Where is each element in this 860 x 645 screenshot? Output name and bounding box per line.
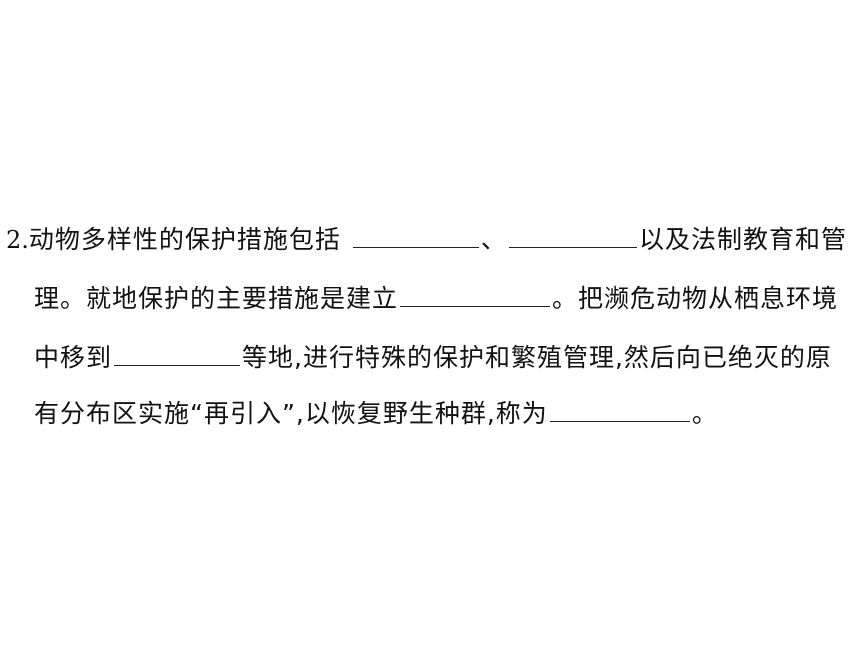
question-text-1a: 动物多样性的保护措施包括	[28, 225, 341, 254]
question-text-2a: 理。就地保护的主要措施是建立	[34, 284, 399, 313]
question-text-1b: 以及法制教育和管	[638, 225, 847, 254]
question-text-4a: 有分布区实施“再引入”,以恢复野生种群,称为	[34, 399, 548, 428]
question-line-4: 有分布区实施“再引入”,以恢复野生种群,称为 。	[34, 394, 718, 434]
blank-3	[400, 284, 551, 307]
question-text-3a: 中移到	[34, 343, 113, 372]
blank-1	[352, 225, 479, 248]
question-line-1: 2.动物多样性的保护措施包括 、 以及法制教育和管	[6, 220, 847, 260]
question-text-3b: 等地,进行特殊的保护和繁殖管理,然后向已绝灭的原	[242, 343, 832, 372]
blank-2	[508, 225, 637, 248]
question-separator: 、	[480, 225, 507, 254]
question-text-2b: 。把濒危动物从栖息环境	[552, 284, 839, 313]
blank-4	[114, 343, 241, 366]
question-number: 2.	[6, 226, 29, 254]
question-line-2: 理。就地保护的主要措施是建立 。把濒危动物从栖息环境	[34, 279, 838, 319]
question-text-4b: 。	[691, 399, 718, 428]
blank-5	[549, 399, 690, 422]
question-line-3: 中移到 等地,进行特殊的保护和繁殖管理,然后向已绝灭的原	[34, 338, 832, 378]
